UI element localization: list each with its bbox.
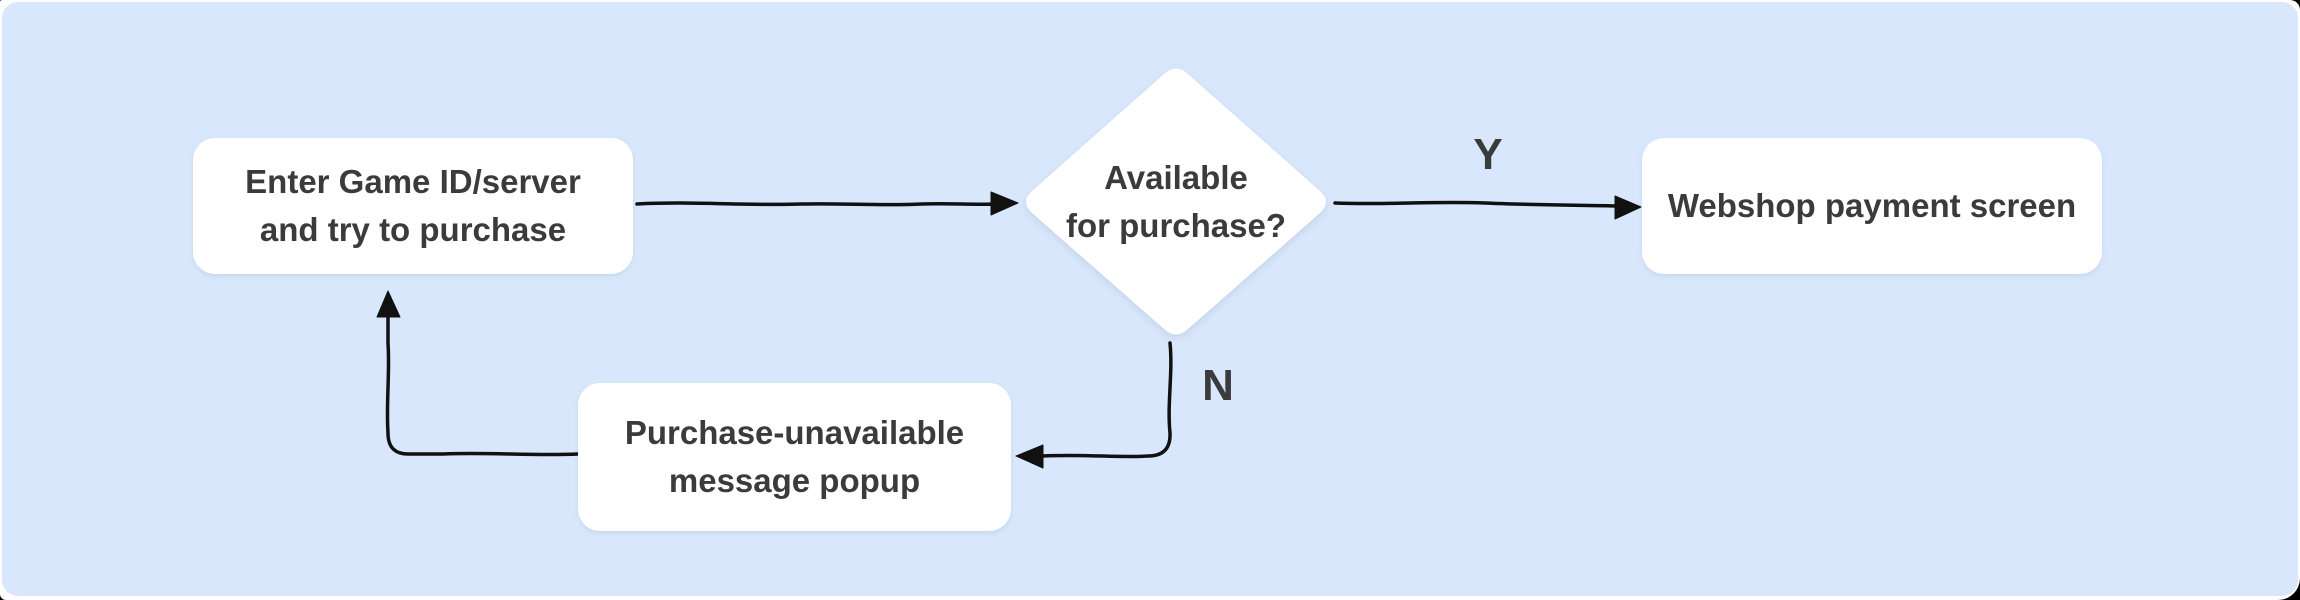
arrowhead-into-start: [376, 290, 401, 318]
edge-label-yes: Y: [1473, 130, 1503, 179]
node-label-line: Webshop payment screen: [1667, 187, 2077, 224]
node-unavailable-popup: Purchase-unavailable message popup: [578, 383, 1011, 531]
arrowhead-into-popup: [1015, 444, 1044, 469]
arrowhead-into-decision: [990, 191, 1019, 216]
node-label-line: message popup: [668, 462, 921, 499]
edge-decision-to-payment: [1333, 200, 1622, 208]
edge-decision-to-popup: [1040, 341, 1173, 459]
node-label-line: Purchase-unavailable: [624, 414, 965, 451]
edge-popup-to-start: [385, 313, 580, 457]
node-decision-label: Available for purchase?: [1016, 134, 1336, 270]
edge-label-no: N: [1202, 361, 1234, 410]
decision-diamond: [1026, 68, 1326, 335]
node-label-line: Enter Game ID/server: [245, 163, 581, 200]
edge-start-to-decision: [635, 201, 998, 207]
arrowhead-into-payment: [1614, 195, 1642, 220]
node-webshop-payment: Webshop payment screen: [1642, 138, 2102, 274]
node-label-line: and try to purchase: [259, 211, 567, 248]
node-label-line: for purchase?: [1065, 207, 1287, 244]
node-label-line: Available: [1104, 159, 1248, 196]
node-enter-game-id: Enter Game ID/server and try to purchase: [193, 138, 633, 274]
